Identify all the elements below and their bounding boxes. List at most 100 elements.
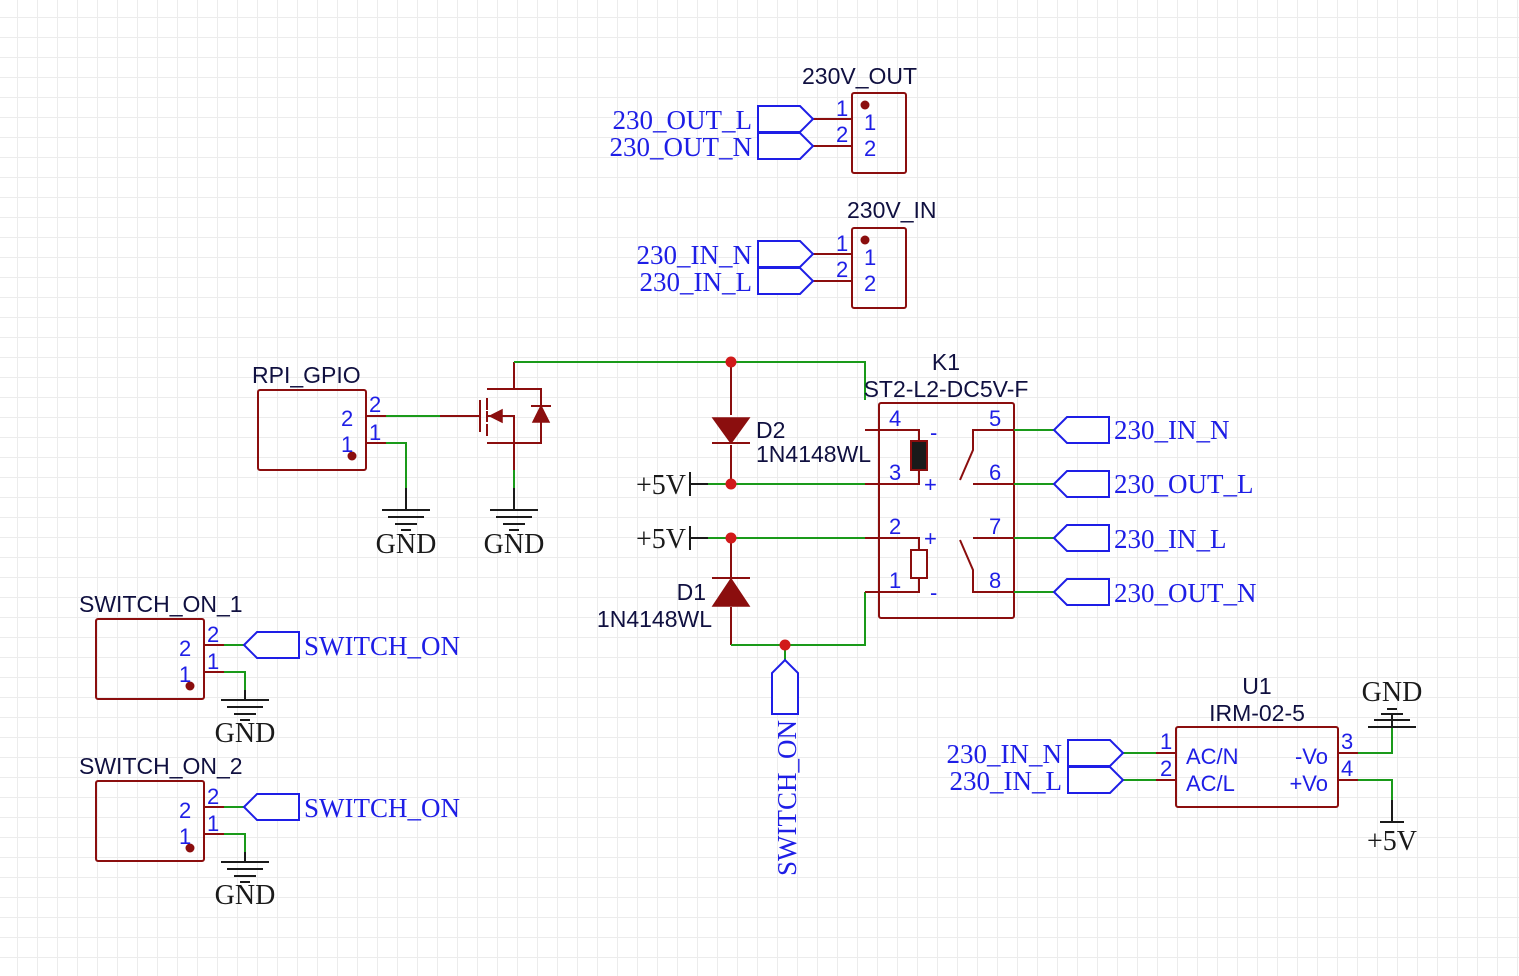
svg-text:230_OUT_L: 230_OUT_L: [1114, 469, 1253, 499]
ref-rpi-gpio: RPI_GPIO: [252, 362, 361, 388]
diode-d1[interactable]: D1 1N4148WL: [597, 538, 751, 645]
svg-text:GND: GND: [215, 718, 276, 749]
svg-text:SWITCH_ON: SWITCH_ON: [304, 793, 460, 823]
connector-switch-on-2[interactable]: SWITCH_ON_2 2 1 2 1: [79, 753, 243, 862]
svg-text:GND: GND: [376, 529, 437, 560]
svg-text:230_IN_L: 230_IN_L: [640, 267, 752, 297]
connector-230v-in[interactable]: 230V_IN 1 2 1 2: [836, 197, 937, 309]
svg-text:2: 2: [179, 636, 191, 661]
svg-text:1: 1: [207, 811, 219, 836]
junction-dot: [725, 478, 737, 490]
ref-u1: U1: [1242, 673, 1271, 699]
connector-230v-out[interactable]: 230V_OUT 1 2 1 2: [802, 63, 917, 174]
netflag-230-out-l-relay[interactable]: 230_OUT_L: [1052, 469, 1253, 499]
diode-d2[interactable]: D2 1N4148WL: [711, 362, 871, 484]
relay-k1[interactable]: K1 ST2-L2-DC5V-F 4 3 2 1 5 6 7 8 - + + -: [864, 349, 1054, 619]
svg-text:230_IN_L: 230_IN_L: [950, 766, 1062, 796]
netflag-230-in-n-psu[interactable]: 230_IN_N: [947, 739, 1125, 769]
pin-number: 1: [836, 96, 848, 121]
svg-text:+Vo: +Vo: [1289, 771, 1328, 796]
pin-number: 2: [864, 271, 876, 296]
ref-230v-out: 230V_OUT: [802, 63, 917, 89]
value-d2: 1N4148WL: [756, 441, 871, 467]
gnd-symbol-psu: GND: [1362, 677, 1423, 728]
svg-text:SWITCH_ON: SWITCH_ON: [772, 720, 802, 876]
svg-text:1: 1: [1160, 729, 1172, 754]
svg-text:-Vo: -Vo: [1295, 744, 1328, 769]
value-d1: 1N4148WL: [597, 606, 712, 632]
ref-d1: D1: [677, 579, 706, 605]
svg-text:1: 1: [179, 662, 191, 687]
pin-number: 2: [836, 257, 848, 282]
pin-number: 1: [864, 245, 876, 270]
netflag-230-in-l[interactable]: 230_IN_L: [640, 267, 815, 297]
svg-text:-: -: [930, 580, 937, 605]
netflag-switch-on-vertical[interactable]: SWITCH_ON: [771, 645, 802, 876]
pin-number: 1: [341, 432, 353, 457]
svg-text:+5V: +5V: [636, 470, 686, 501]
netflag-switch-on-1[interactable]: SWITCH_ON: [242, 631, 460, 661]
mosfet-q1[interactable]: [440, 362, 551, 470]
connector-rpi-gpio[interactable]: RPI_GPIO 2 1 2 1: [252, 362, 381, 471]
svg-text:GND: GND: [484, 529, 545, 560]
netflag-230-out-l[interactable]: 230_OUT_L: [613, 105, 815, 135]
svg-text:230_OUT_N: 230_OUT_N: [610, 132, 753, 162]
junction-dot: [725, 532, 737, 544]
junction-dot: [779, 639, 791, 651]
svg-text:SWITCH_ON: SWITCH_ON: [304, 631, 460, 661]
svg-text:230_IN_L: 230_IN_L: [1114, 524, 1226, 554]
svg-text:2: 2: [207, 622, 219, 647]
netflag-230-in-n-relay[interactable]: 230_IN_N: [1052, 415, 1230, 445]
svg-text:1: 1: [207, 649, 219, 674]
netflag-230-in-l-relay[interactable]: 230_IN_L: [1052, 524, 1226, 554]
value-k1: ST2-L2-DC5V-F: [864, 376, 1029, 402]
svg-text:1: 1: [179, 824, 191, 849]
svg-text:4: 4: [1341, 756, 1353, 781]
junction-dot: [725, 356, 737, 368]
netflag-230-out-n-relay[interactable]: 230_OUT_N: [1052, 578, 1257, 608]
svg-text:+5V: +5V: [636, 524, 686, 555]
gnd-symbol-sw2: GND: [215, 852, 276, 911]
svg-text:2: 2: [179, 798, 191, 823]
svg-text:6: 6: [989, 460, 1001, 485]
netflag-switch-on-2[interactable]: SWITCH_ON: [242, 793, 460, 823]
svg-text:2: 2: [889, 514, 901, 539]
value-u1: IRM-02-5: [1209, 700, 1305, 726]
svg-text:+: +: [924, 472, 937, 497]
vcc-symbol-d1: +5V: [636, 524, 708, 555]
pin-number: 1: [864, 110, 876, 135]
svg-text:+5V: +5V: [1367, 826, 1417, 857]
psu-u1[interactable]: U1 IRM-02-5 AC/N AC/L -Vo +Vo 1 2 3 4: [1160, 673, 1353, 808]
netflag-230-out-n[interactable]: 230_OUT_N: [610, 132, 815, 162]
svg-text:5: 5: [989, 406, 1001, 431]
pin-number: 2: [341, 406, 353, 431]
ref-k1: K1: [932, 349, 960, 375]
svg-text:AC/L: AC/L: [1186, 771, 1235, 796]
svg-text:1: 1: [889, 568, 901, 593]
netflag-230-in-l-psu[interactable]: 230_IN_L: [950, 766, 1125, 796]
gnd-symbol-rpi: GND: [376, 488, 437, 560]
pin-number: 1: [369, 420, 381, 445]
pin-number: 2: [864, 136, 876, 161]
pin-number: 2: [369, 392, 381, 417]
svg-text:+: +: [924, 526, 937, 551]
svg-text:GND: GND: [1362, 677, 1423, 708]
svg-text:7: 7: [989, 514, 1001, 539]
svg-text:2: 2: [207, 784, 219, 809]
svg-text:230_OUT_L: 230_OUT_L: [613, 105, 752, 135]
ref-switch-on-2: SWITCH_ON_2: [79, 753, 243, 779]
svg-text:8: 8: [989, 568, 1001, 593]
svg-text:230_IN_N: 230_IN_N: [637, 240, 753, 270]
svg-text:3: 3: [889, 460, 901, 485]
pin-number: 1: [836, 231, 848, 256]
svg-text:230_IN_N: 230_IN_N: [947, 739, 1063, 769]
connector-switch-on-1[interactable]: SWITCH_ON_1 2 1 2 1: [79, 591, 243, 700]
svg-text:GND: GND: [215, 880, 276, 911]
netflag-230-in-n[interactable]: 230_IN_N: [637, 240, 815, 270]
svg-text:AC/N: AC/N: [1186, 744, 1239, 769]
svg-text:3: 3: [1341, 729, 1353, 754]
svg-text:230_IN_N: 230_IN_N: [1114, 415, 1230, 445]
pin-number: 2: [836, 122, 848, 147]
svg-text:4: 4: [889, 406, 901, 431]
